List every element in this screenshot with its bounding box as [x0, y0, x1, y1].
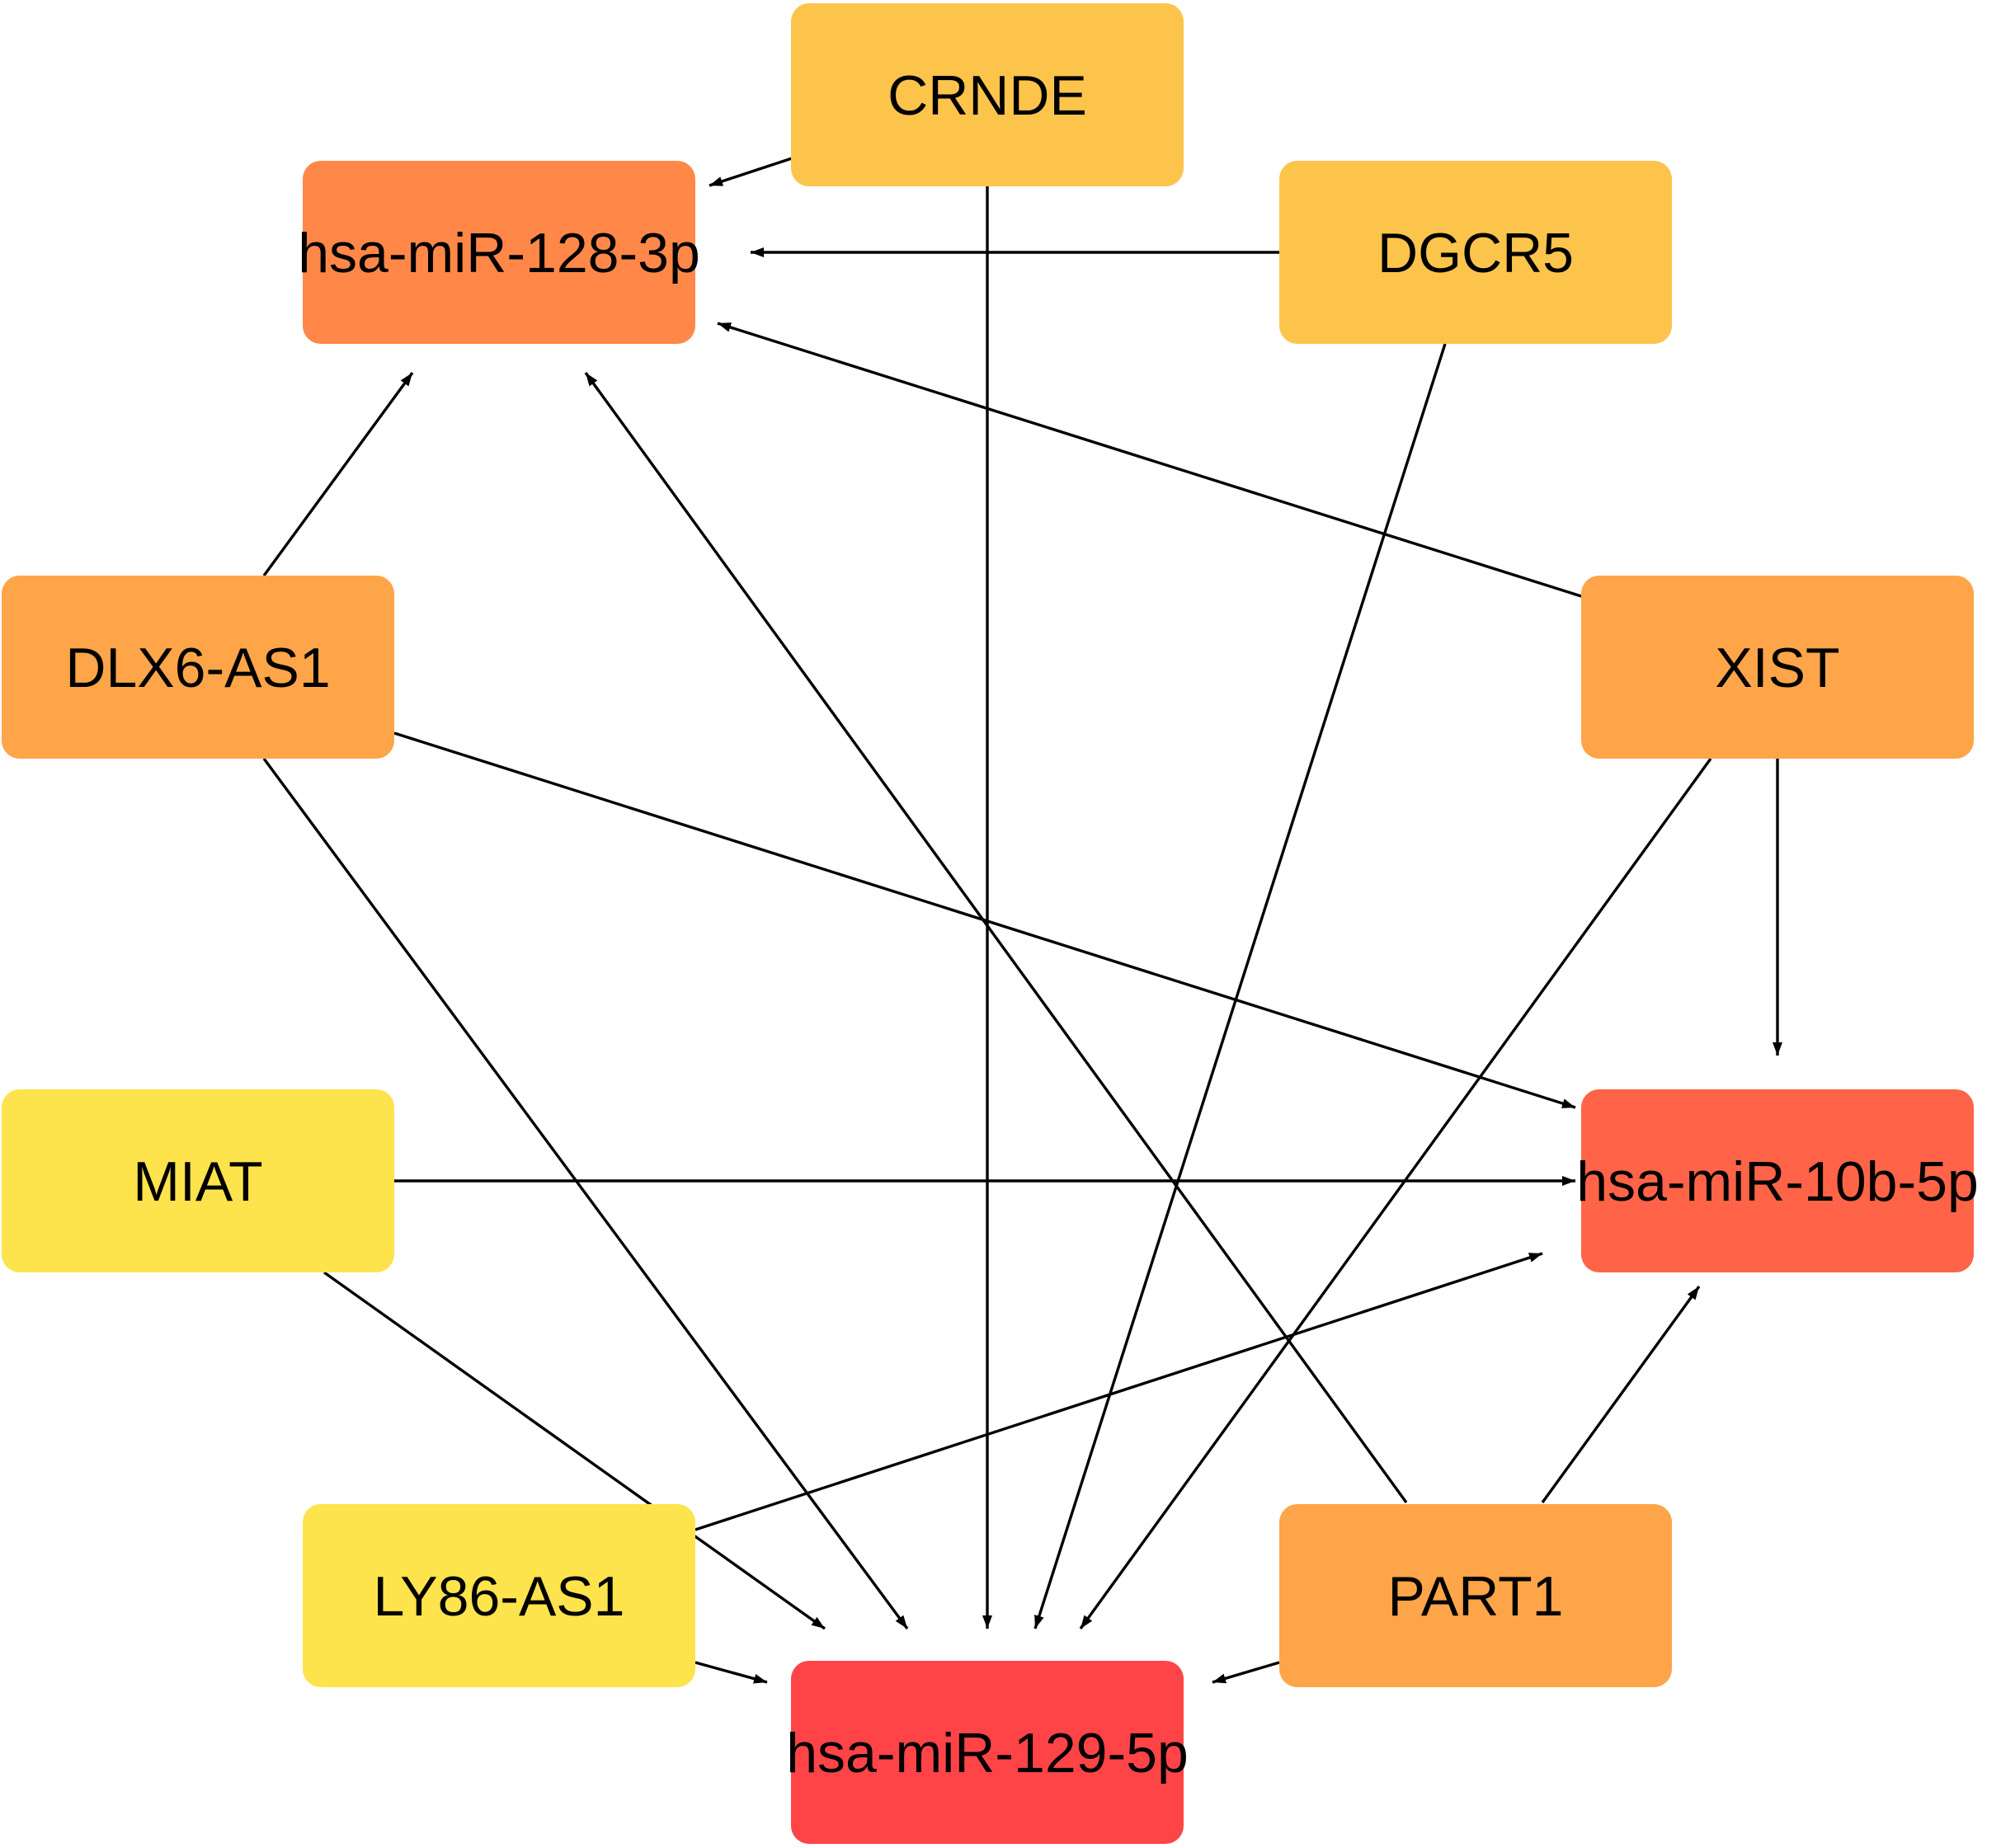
edge-dlx6-to-mir10b [393, 731, 1576, 1109]
node-label-mir10b: hsa-miR-10b-5p [1576, 1150, 1979, 1213]
edge-crnde-to-mir128 [709, 157, 793, 187]
node-mir10b: hsa-miR-10b-5p [1576, 1089, 1979, 1272]
edge-part1-to-mir10b [1541, 1286, 1701, 1503]
node-box-mir128 [303, 161, 695, 344]
edge-ly86-to-mir129 [694, 1661, 768, 1684]
node-label-mir128: hsa-miR-128-3p [298, 222, 700, 284]
node-label-mir129: hsa-miR-129-5p [786, 1722, 1189, 1785]
node-label-part1: PART1 [1388, 1565, 1564, 1628]
node-box-part1 [1279, 1504, 1672, 1687]
node-box-xist [1581, 576, 1974, 759]
node-label-dgcr5: DGCR5 [1377, 222, 1574, 284]
edge-part1-to-mir128 [584, 372, 1408, 1503]
edge-miat-to-mir129 [323, 1271, 826, 1630]
node-mir128: hsa-miR-128-3p [298, 161, 700, 344]
edge-dgcr5-to-mir129 [1033, 343, 1447, 1629]
edge-ly86-to-mir10b [694, 1252, 1543, 1531]
node-box-ly86 [303, 1504, 695, 1687]
node-box-miat [2, 1089, 394, 1272]
node-box-dlx6 [2, 576, 394, 759]
node-mir129: hsa-miR-129-5p [786, 1661, 1189, 1844]
node-label-crnde: CRNDE [888, 64, 1087, 127]
node-part1: PART1 [1279, 1504, 1672, 1687]
node-dgcr5: DGCR5 [1279, 161, 1672, 344]
node-miat: MIAT [2, 1089, 394, 1272]
node-label-xist: XIST [1715, 637, 1839, 699]
node-crnde: CRNDE [791, 3, 1184, 186]
node-label-ly86: LY86-AS1 [374, 1565, 625, 1628]
node-label-dlx6: DLX6-AS1 [65, 637, 330, 699]
edges-layer [262, 157, 1782, 1684]
node-box-crnde [791, 3, 1184, 186]
edge-xist-to-mir128 [717, 322, 1582, 598]
node-box-mir10b [1581, 1089, 1974, 1272]
node-xist: XIST [1581, 576, 1974, 759]
node-dlx6: DLX6-AS1 [2, 576, 394, 759]
edge-xist-to-mir129 [1079, 758, 1712, 1629]
node-ly86: LY86-AS1 [303, 1504, 695, 1687]
node-label-miat: MIAT [133, 1150, 262, 1213]
edge-part1-to-mir129 [1212, 1661, 1280, 1684]
node-box-dgcr5 [1279, 161, 1672, 344]
edge-dlx6-to-mir129 [262, 757, 909, 1630]
node-box-mir129 [791, 1661, 1184, 1844]
edge-dlx6-to-mir128 [262, 371, 414, 577]
